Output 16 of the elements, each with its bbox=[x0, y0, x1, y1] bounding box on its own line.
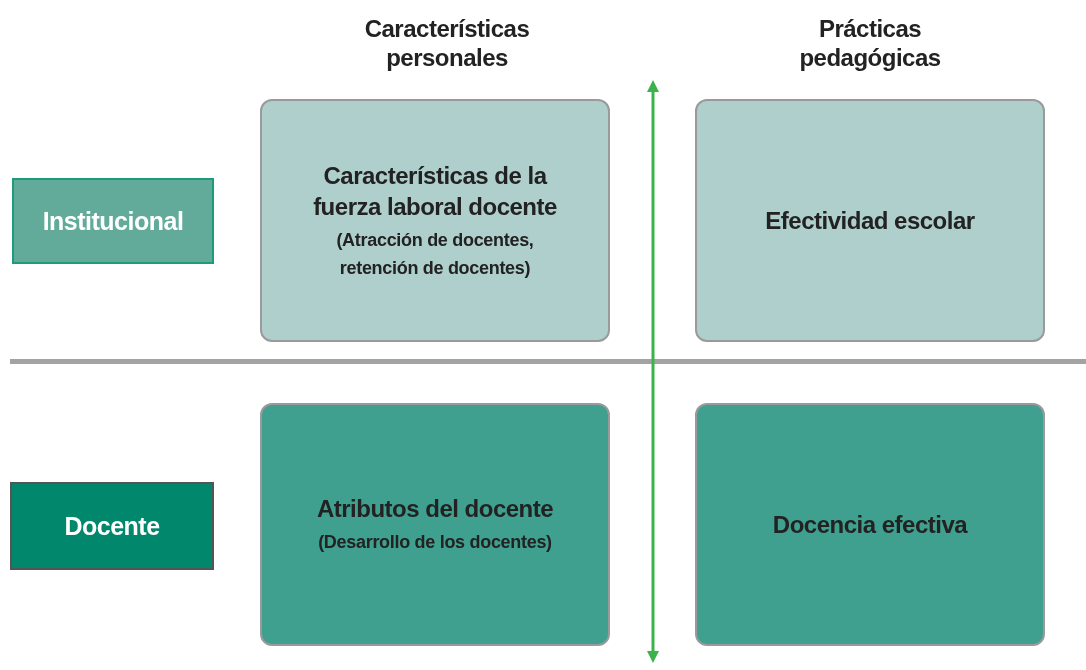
box-title: Características de la fuerza laboral docente bbox=[312, 160, 558, 222]
row-label-box bbox=[10, 482, 214, 570]
column-header: Prácticas pedagógicas bbox=[798, 14, 942, 72]
row-label: Institucional bbox=[42, 206, 184, 236]
quadrant-box bbox=[260, 99, 610, 342]
quadrant-box bbox=[260, 403, 610, 646]
box-title: Docencia efectiva bbox=[772, 510, 968, 540]
row-label-box bbox=[12, 178, 214, 264]
quadrant-box bbox=[695, 403, 1045, 646]
quadrant-box bbox=[695, 99, 1045, 342]
box-title: Efectividad escolar bbox=[765, 206, 975, 236]
row-label: Docente bbox=[64, 511, 160, 541]
box-title: Atributos del docente bbox=[316, 494, 554, 524]
box-subtitle: (Desarrollo de los docentes) bbox=[318, 531, 552, 554]
box-subtitle: (Atracción de docentes, retención de docentes) bbox=[335, 228, 535, 280]
column-header: Características personales bbox=[363, 14, 531, 72]
